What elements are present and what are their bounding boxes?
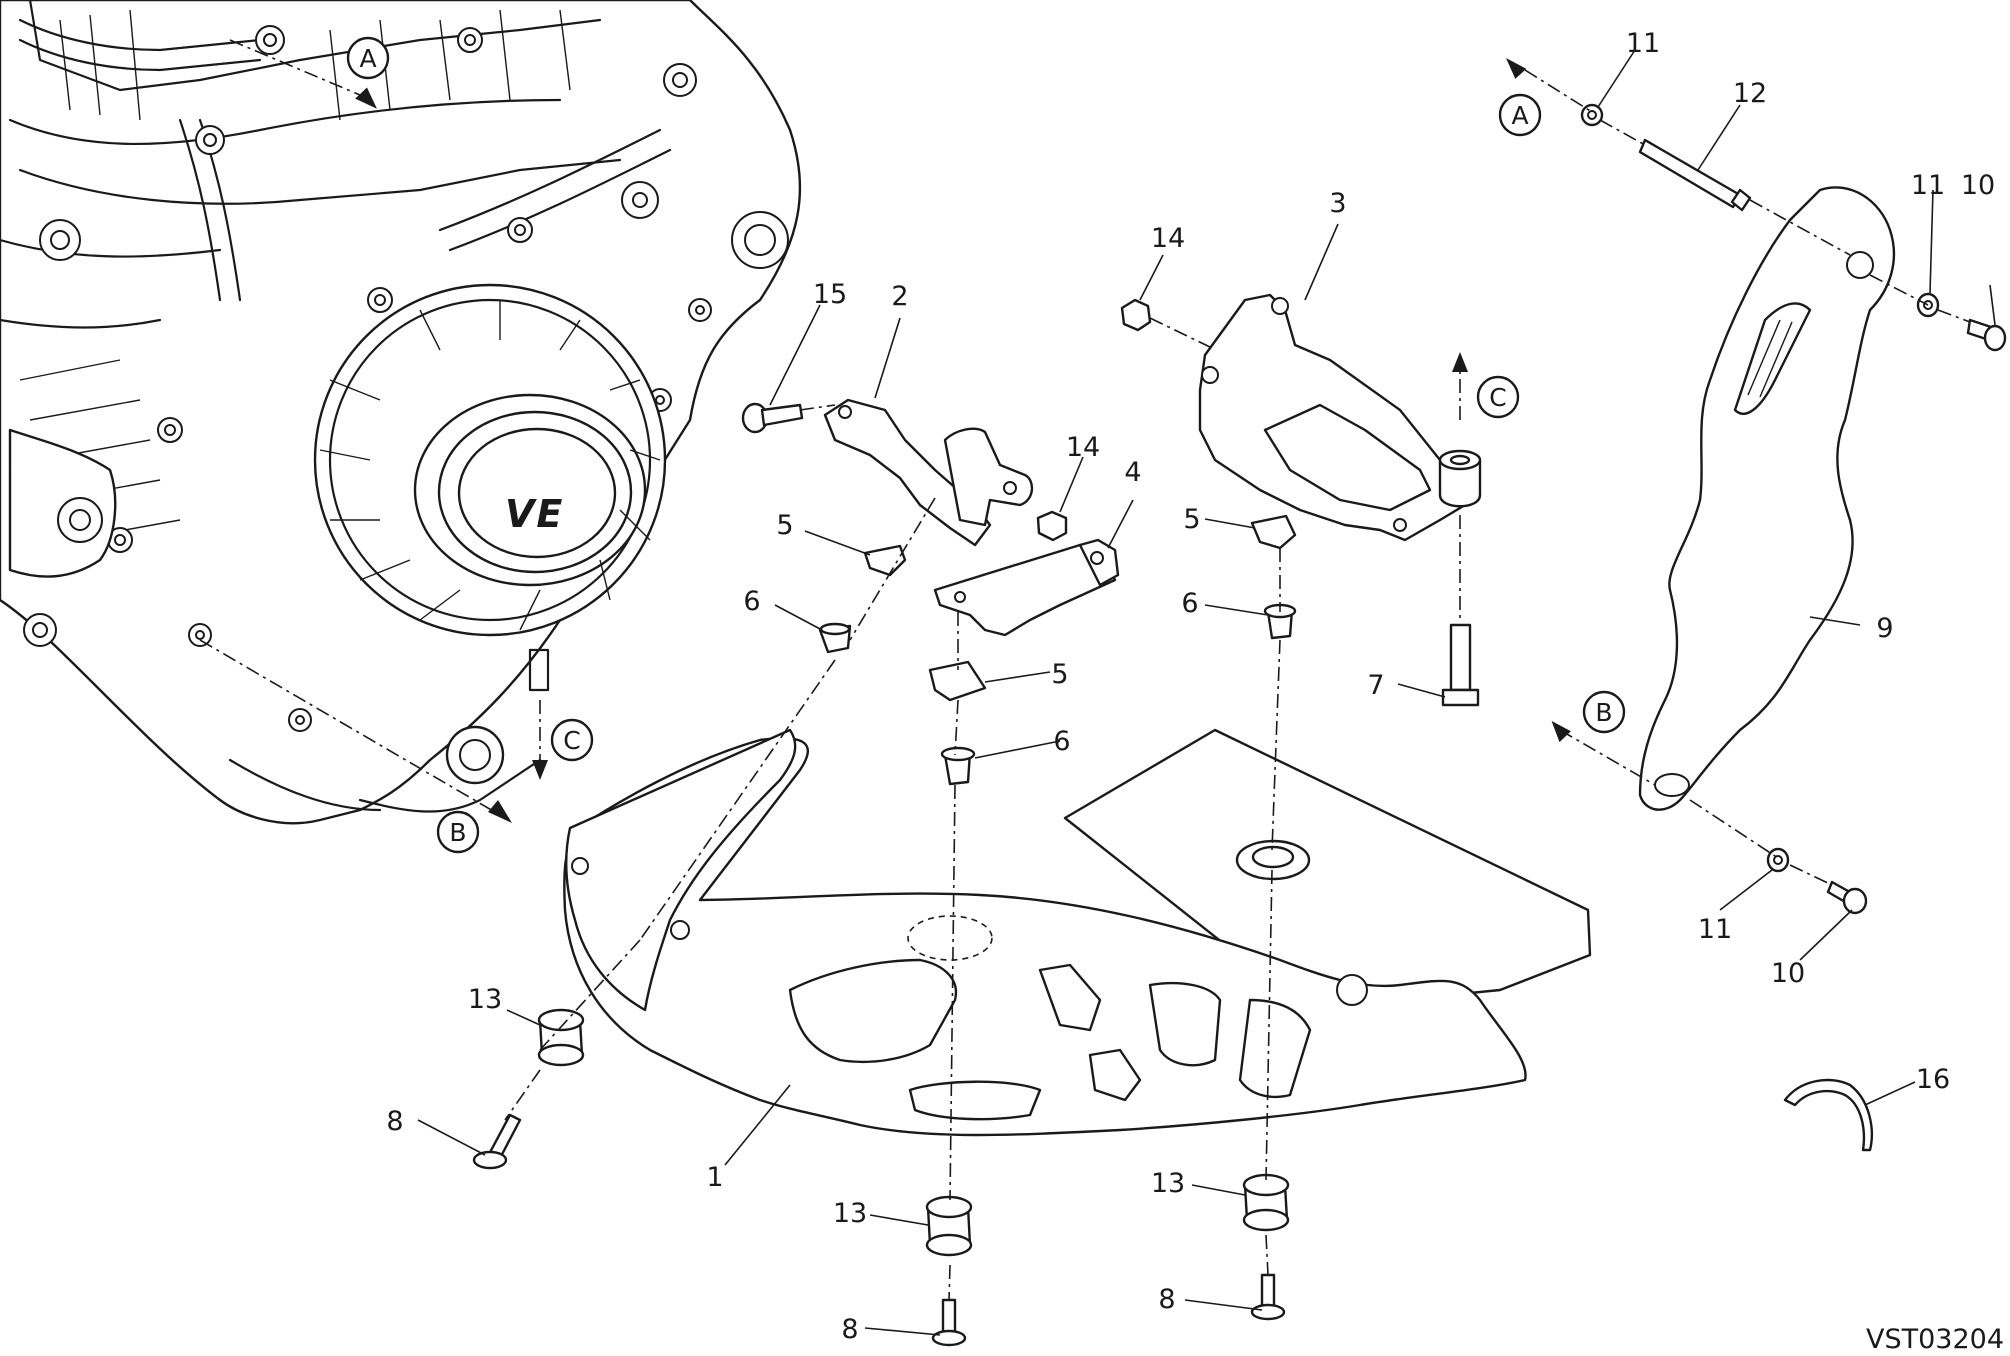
ref-marker-label: B bbox=[449, 818, 466, 847]
callout-8: 8 bbox=[1158, 1284, 1175, 1315]
ref-marker-label: A bbox=[1511, 101, 1528, 130]
callout-8: 8 bbox=[386, 1106, 403, 1137]
callout-11: 11 bbox=[1626, 28, 1660, 59]
callout-11: 11 bbox=[1698, 914, 1732, 945]
callout-9: 9 bbox=[1876, 613, 1893, 644]
callout-3: 3 bbox=[1329, 188, 1346, 219]
callout-10: 10 bbox=[1771, 958, 1805, 989]
ref-marker-bracket-c: C bbox=[1476, 375, 1520, 419]
callout-1: 1 bbox=[706, 1162, 723, 1193]
engine-drawing bbox=[0, 0, 802, 825]
callout-14: 14 bbox=[1066, 432, 1100, 463]
callout-leaders bbox=[417, 49, 1996, 1336]
callout-5: 5 bbox=[776, 510, 793, 541]
fasteners bbox=[472, 103, 2007, 1347]
direction-arrows bbox=[355, 58, 1571, 823]
callout-13: 13 bbox=[468, 984, 502, 1015]
callout-6: 6 bbox=[1053, 726, 1070, 757]
callout-numbers: 1 2 3 4 5 5 5 6 6 6 7 8 8 8 9 10 10 11 1… bbox=[386, 28, 1995, 1345]
assembly-lines bbox=[199, 39, 1971, 1301]
callout-4: 4 bbox=[1124, 457, 1141, 488]
ref-marker-label: A bbox=[359, 44, 376, 73]
callout-11: 11 bbox=[1911, 170, 1945, 201]
callout-6: 6 bbox=[743, 586, 760, 617]
ref-marker-engine-a: A bbox=[346, 36, 390, 80]
callout-13: 13 bbox=[833, 1198, 867, 1229]
callout-6: 6 bbox=[1181, 588, 1198, 619]
ref-marker-engine-b: B bbox=[436, 810, 480, 854]
heel-guard bbox=[1638, 186, 1896, 811]
ref-marker-engine-c: C bbox=[550, 718, 594, 762]
callout-8: 8 bbox=[841, 1314, 858, 1345]
engine-badge: VE bbox=[505, 492, 564, 536]
ref-marker-guard-a: A bbox=[1498, 93, 1542, 137]
drawing-code: VST03204 bbox=[1866, 1324, 2004, 1355]
bracket-2 bbox=[823, 398, 992, 547]
reference-markers: A B C A B C bbox=[346, 36, 1626, 854]
ref-marker-label: B bbox=[1595, 698, 1612, 727]
callout-7: 7 bbox=[1367, 670, 1384, 701]
callout-12: 12 bbox=[1733, 78, 1767, 109]
ref-marker-guard-b: B bbox=[1582, 690, 1626, 734]
callout-15: 15 bbox=[813, 279, 847, 310]
callout-5: 5 bbox=[1051, 659, 1068, 690]
ref-marker-label: C bbox=[563, 726, 580, 755]
skid-plate bbox=[563, 728, 1592, 1137]
callout-14: 14 bbox=[1151, 223, 1185, 254]
callout-13: 13 bbox=[1151, 1168, 1185, 1199]
ref-marker-label: C bbox=[1489, 383, 1506, 412]
callout-5: 5 bbox=[1183, 504, 1200, 535]
callout-16: 16 bbox=[1916, 1064, 1950, 1095]
callout-10: 10 bbox=[1961, 170, 1995, 201]
callout-2: 2 bbox=[891, 281, 908, 312]
